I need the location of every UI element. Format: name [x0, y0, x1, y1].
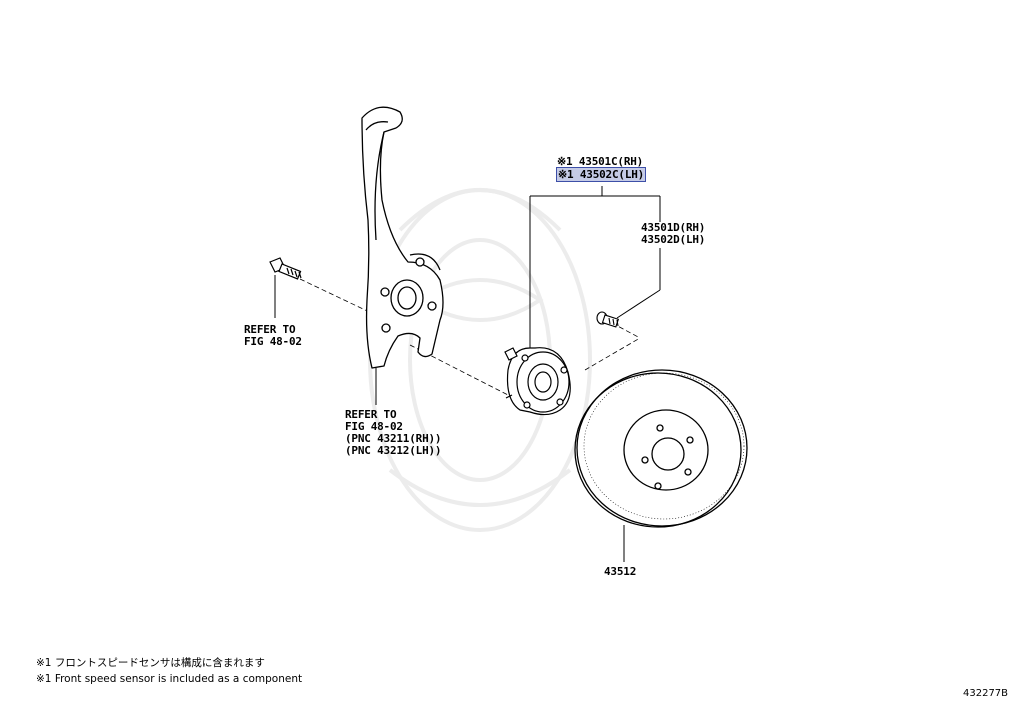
callout-hub-rh[interactable]: ※1 43501C(RH)	[557, 155, 644, 168]
note-english: ※1 Front speed sensor is included as a c…	[36, 673, 303, 685]
refer-bolt-line-1[interactable]: REFER TO	[244, 323, 296, 336]
callout-bolt-lh[interactable]: 43502D(LH)	[641, 233, 706, 246]
brake-disc	[574, 369, 748, 528]
refer-knuckle-line-1[interactable]: REFER TO	[345, 408, 397, 421]
hub-bolt	[596, 311, 620, 328]
figure-number: 432277B	[963, 688, 1009, 699]
refer-knuckle-line-2[interactable]: FIG 48-02	[345, 420, 403, 433]
callout-hub-lh[interactable]: ※1 43502C(LH)	[555, 167, 647, 182]
steering-knuckle	[361, 106, 444, 369]
hub-bearing	[504, 347, 571, 416]
watermark-emblem	[368, 188, 592, 532]
knuckle-bolt	[269, 257, 302, 280]
refer-knuckle-line-4[interactable]: (PNC 43212(LH))	[345, 444, 442, 457]
callout-disc[interactable]: 43512	[604, 565, 637, 578]
note-japanese: ※1 フロントスピードセンサは構成に含まれます	[36, 657, 265, 669]
refer-bolt-line-2[interactable]: FIG 48-02	[244, 335, 302, 348]
callout-bolt-rh[interactable]: 43501D(RH)	[641, 221, 706, 234]
refer-knuckle-line-3[interactable]: (PNC 43211(RH))	[345, 432, 442, 445]
callout-hub-lh-row: ※1 43502C(LH)	[555, 167, 647, 182]
